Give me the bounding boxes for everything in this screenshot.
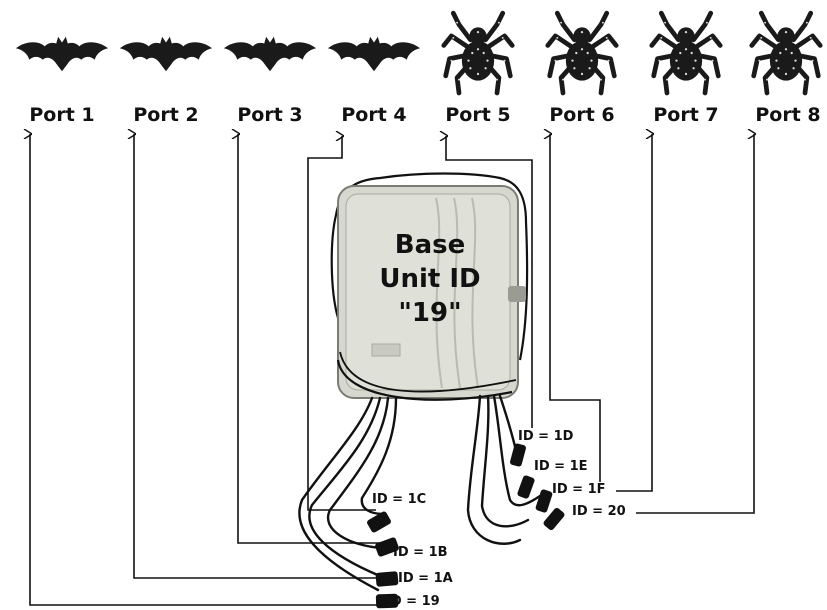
port-6-line — [550, 134, 601, 482]
bat-icon — [119, 36, 213, 72]
id-label-20: ID = 20 — [572, 504, 626, 519]
port-label-4: Port 4 — [341, 104, 407, 126]
base-unit-line-3: "19" — [398, 298, 462, 328]
port-7-line — [616, 134, 652, 492]
id-label-1d: ID = 1D — [518, 429, 574, 444]
port-label-3: Port 3 — [237, 104, 303, 126]
port-label-6: Port 6 — [549, 104, 615, 126]
port-4-line — [307, 136, 376, 511]
port-8-line — [636, 134, 754, 514]
connectors — [367, 443, 565, 609]
base-unit-title: Base Unit ID "19" — [350, 228, 510, 330]
bat-icon — [15, 36, 109, 72]
base-unit-line-1: Base — [394, 230, 466, 260]
bat-icon — [223, 36, 317, 72]
port-label-5: Port 5 — [445, 104, 511, 126]
id-label-1b: ID = 1B — [393, 545, 448, 560]
id-label-1a: ID = 1A — [398, 571, 453, 586]
port-2-line — [134, 134, 388, 579]
id-label-1f: ID = 1F — [552, 482, 606, 497]
id-label-19: ID = 19 — [386, 594, 440, 609]
id-label-1e: ID = 1E — [534, 459, 588, 474]
base-unit-line-2: Unit ID — [379, 264, 481, 294]
port-5-line — [446, 136, 533, 428]
spider-icon — [444, 13, 512, 93]
port-label-2: Port 2 — [133, 104, 199, 126]
spider-icon — [752, 13, 820, 93]
spider-icon — [652, 13, 720, 93]
port-label-1: Port 1 — [29, 104, 95, 126]
port-label-7: Port 7 — [653, 104, 719, 126]
spider-icon — [548, 13, 616, 93]
id-label-1c: ID = 1C — [372, 492, 427, 507]
port-3-line — [238, 134, 385, 544]
port-1-line — [30, 134, 380, 606]
bat-icon — [327, 36, 421, 72]
port-label-8: Port 8 — [755, 104, 821, 126]
base-unit-box — [330, 172, 529, 401]
